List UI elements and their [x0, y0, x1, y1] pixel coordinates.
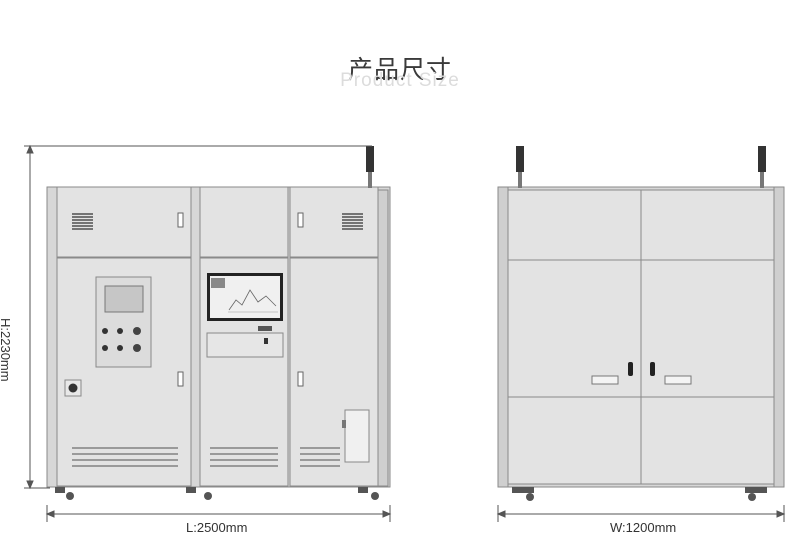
page-title: 产品尺寸	[347, 55, 452, 84]
length-label: L:2500mm	[186, 520, 248, 535]
width-dimension-line	[496, 505, 786, 522]
front-signal-light	[366, 146, 374, 188]
front-bottom-vents	[72, 447, 340, 467]
side-signal-lights	[516, 146, 766, 188]
emergency-stop-button	[64, 379, 82, 397]
side-casters	[512, 487, 767, 501]
front-casters	[55, 487, 379, 500]
control-panel	[95, 276, 152, 368]
touchscreen-monitor	[207, 273, 283, 321]
side-view-cabinet	[497, 186, 785, 488]
front-vent-left	[72, 213, 93, 230]
length-dimension-line	[45, 505, 392, 522]
side-access-box	[342, 409, 370, 463]
front-vent-right	[342, 213, 363, 230]
side-latches	[591, 362, 692, 385]
height-dimension-line	[24, 144, 372, 490]
keyboard-tray	[206, 326, 284, 358]
door-handles	[177, 212, 304, 387]
height-label: H:2230mm	[0, 318, 13, 382]
page-subtitle: Product Size	[340, 70, 460, 91]
width-label: W:1200mm	[610, 520, 677, 535]
